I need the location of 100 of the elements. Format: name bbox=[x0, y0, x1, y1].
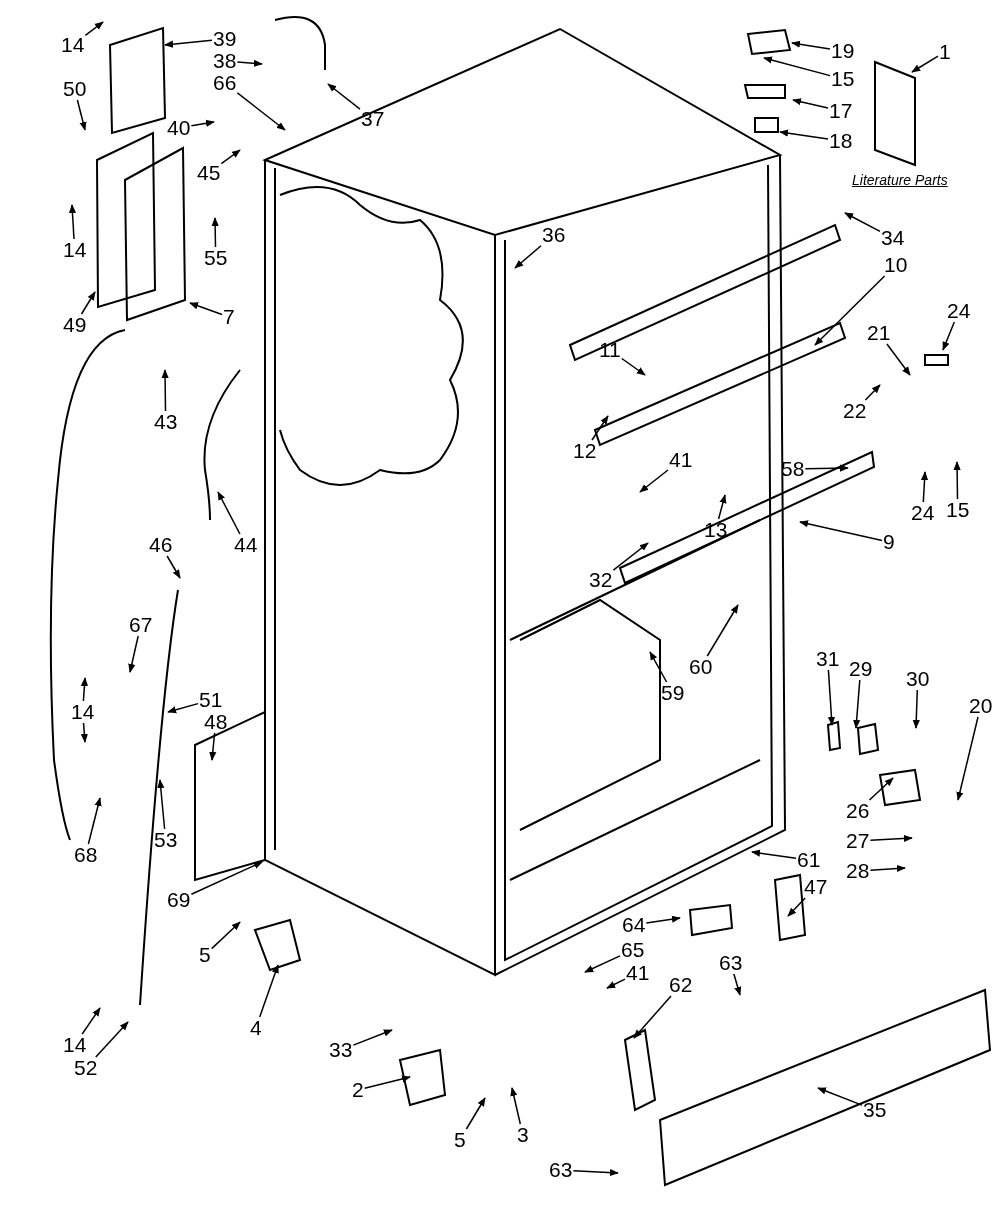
leader-line bbox=[649, 651, 668, 683]
leader-line bbox=[633, 995, 672, 1039]
callout-number: 14 bbox=[62, 239, 88, 261]
leader-line bbox=[844, 212, 881, 233]
callout-number: 26 bbox=[845, 800, 871, 822]
callout-number: 33 bbox=[328, 1039, 354, 1061]
callout-number: 62 bbox=[668, 974, 694, 996]
callout-number: 59 bbox=[660, 682, 686, 704]
callout-number: 13 bbox=[703, 519, 729, 541]
callout-number: 4 bbox=[249, 1017, 263, 1039]
leader-line bbox=[814, 275, 886, 346]
callout-number: 55 bbox=[203, 247, 229, 269]
leader-line bbox=[87, 797, 102, 845]
callout-number: 51 bbox=[198, 689, 224, 711]
callout-number: 2 bbox=[351, 1079, 365, 1101]
callout-number: 69 bbox=[166, 889, 192, 911]
leader-line bbox=[763, 56, 831, 77]
leader-line bbox=[779, 129, 829, 140]
leader-line bbox=[572, 1169, 619, 1177]
leader-line bbox=[220, 149, 241, 165]
leader-line bbox=[327, 83, 361, 110]
callout-number: 19 bbox=[830, 40, 856, 62]
leader-line bbox=[864, 384, 881, 401]
callout-number: 36 bbox=[541, 224, 567, 246]
leader-line bbox=[868, 777, 894, 801]
callout-number: 17 bbox=[828, 100, 854, 122]
leader-line bbox=[210, 921, 241, 950]
callout-number: 12 bbox=[572, 440, 598, 462]
leader-line bbox=[733, 973, 742, 996]
leader-line bbox=[920, 471, 929, 503]
callout-number: 11 bbox=[598, 339, 622, 361]
leader-line bbox=[956, 716, 979, 801]
callout-number: 53 bbox=[153, 829, 179, 851]
leader-line bbox=[799, 520, 883, 542]
leader-line bbox=[236, 92, 286, 131]
callout-number: 10 bbox=[883, 254, 909, 276]
callout-number: 14 bbox=[70, 701, 96, 723]
leader-line bbox=[217, 491, 241, 535]
callout-number: 45 bbox=[196, 162, 222, 184]
leader-line bbox=[166, 555, 181, 579]
leader-line bbox=[128, 635, 139, 673]
leader-line bbox=[258, 964, 279, 1018]
leader-line bbox=[886, 343, 911, 376]
callout-number: 66 bbox=[212, 72, 238, 94]
callout-number: 30 bbox=[905, 668, 931, 690]
callout-number: 21 bbox=[866, 322, 892, 344]
leader-line bbox=[645, 915, 681, 924]
callout-number: 40 bbox=[166, 117, 192, 139]
callout-number: 32 bbox=[588, 569, 614, 591]
leader-line bbox=[161, 369, 169, 412]
leader-line bbox=[853, 679, 861, 729]
callout-number: 39 bbox=[212, 28, 238, 50]
callout-number: 63 bbox=[548, 1159, 574, 1181]
leader-line bbox=[817, 1087, 863, 1106]
callout-number: 63 bbox=[718, 952, 744, 974]
leader-line bbox=[157, 779, 166, 830]
callout-number: 14 bbox=[60, 34, 86, 56]
callout-number: 5 bbox=[198, 944, 212, 966]
leader-line bbox=[792, 98, 829, 109]
leader-line bbox=[942, 321, 956, 351]
leader-line bbox=[827, 669, 836, 726]
leader-line bbox=[236, 59, 263, 67]
callout-number: 31 bbox=[815, 648, 841, 670]
leader-line bbox=[591, 415, 609, 441]
leader-line bbox=[791, 40, 831, 50]
leader-line bbox=[352, 1029, 393, 1046]
callout-number: 24 bbox=[946, 300, 972, 322]
callout-number: 22 bbox=[842, 400, 868, 422]
callout-number: 64 bbox=[621, 914, 647, 936]
callout-number: 20 bbox=[968, 695, 994, 717]
callout-number: 41 bbox=[668, 449, 694, 471]
leader-line bbox=[869, 864, 906, 873]
callout-number: 48 bbox=[203, 711, 229, 733]
callout-number: 15 bbox=[830, 68, 856, 90]
callout-number: 14 bbox=[62, 1034, 88, 1056]
leader-line bbox=[612, 542, 649, 571]
callout-number: 49 bbox=[62, 314, 88, 336]
callout-number: 67 bbox=[128, 614, 154, 636]
callout-number: 35 bbox=[862, 1099, 888, 1121]
leader-line bbox=[164, 39, 213, 48]
leader-line bbox=[787, 897, 806, 917]
callout-number: 27 bbox=[845, 830, 871, 852]
callout-number: 58 bbox=[780, 458, 806, 480]
leader-line bbox=[953, 461, 961, 500]
callout-number: 3 bbox=[516, 1124, 530, 1146]
callout-number: 50 bbox=[62, 78, 88, 100]
callout-number: 9 bbox=[882, 531, 896, 553]
leader-line bbox=[751, 849, 797, 859]
leader-line bbox=[869, 834, 913, 843]
leader-line bbox=[717, 494, 727, 520]
callout-number: 60 bbox=[688, 656, 714, 678]
leader-line bbox=[76, 99, 87, 131]
leader-line bbox=[804, 464, 849, 472]
leader-line bbox=[211, 217, 219, 248]
callout-number: 1 bbox=[938, 41, 952, 63]
leader-line bbox=[584, 955, 621, 973]
callout-number: 34 bbox=[880, 227, 906, 249]
leader-line bbox=[911, 55, 939, 73]
leader-line bbox=[639, 469, 669, 493]
callout-number: 61 bbox=[796, 849, 822, 871]
